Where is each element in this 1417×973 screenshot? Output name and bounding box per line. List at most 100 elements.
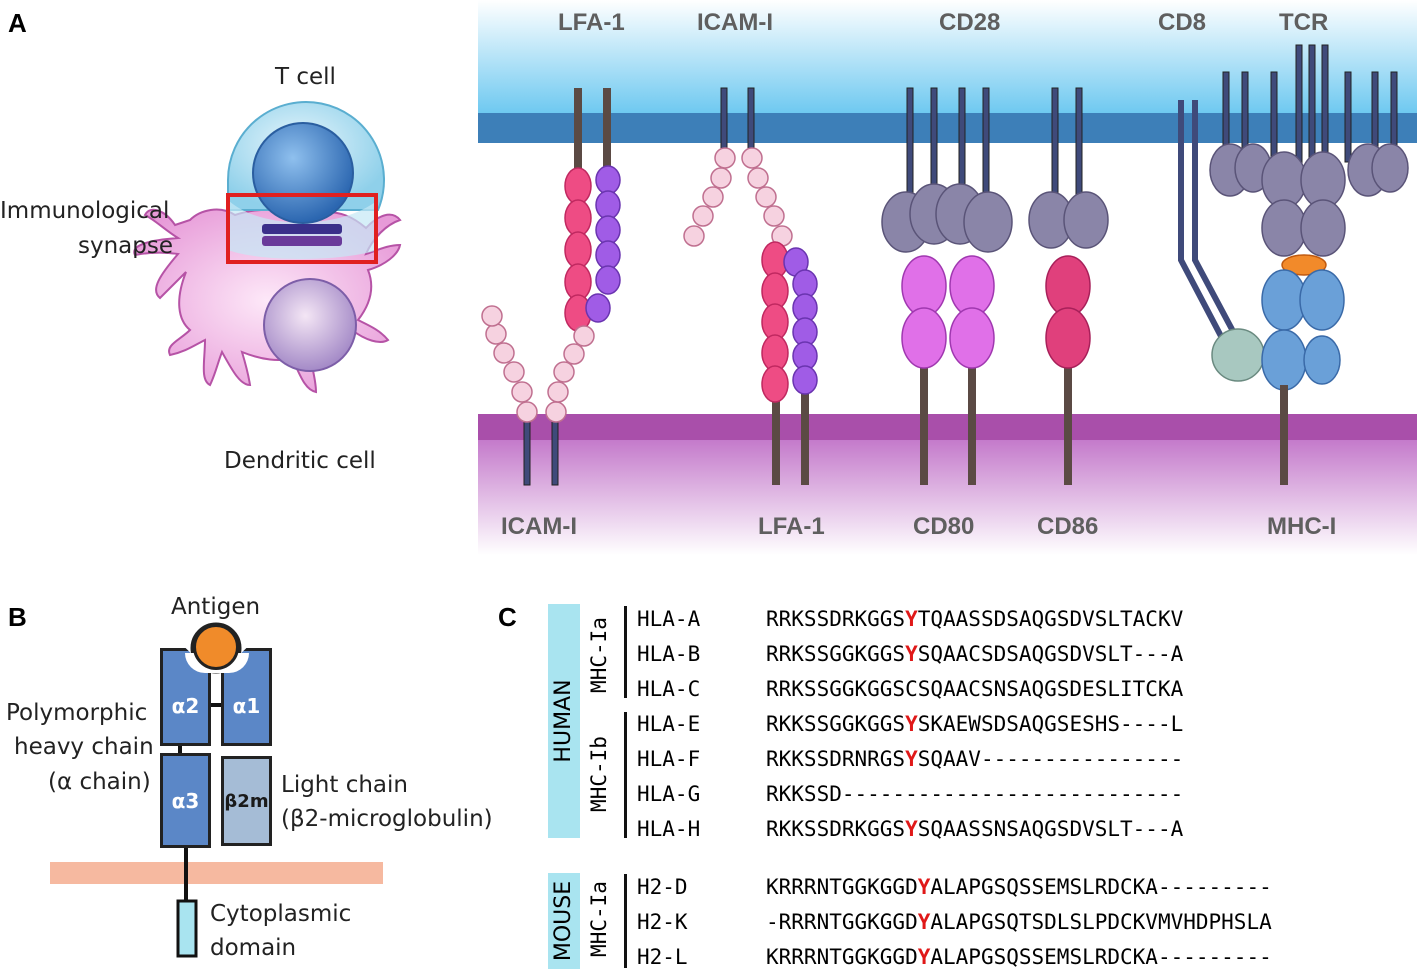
allele-name: H2-K (637, 910, 688, 934)
tyrosine-residue: Y (905, 642, 918, 666)
tyrosine-residue: Y (917, 945, 931, 969)
sequence-post: SQAACSDSAQGSDVSLT---A (917, 642, 1184, 666)
lfa1-bottom (761, 241, 818, 485)
label-cd8: CD8 (1158, 9, 1207, 36)
tyrosine-residue: Y (917, 875, 931, 899)
icam1-top (683, 87, 793, 247)
sequence-row: RRKSSGGKGGSYSQAACSDSAQGSDVSLT---A (766, 640, 1183, 668)
sequence-row: KRRRNTGGKGGDYALAPGSQSSEMSLRDCKA--------- (766, 943, 1272, 971)
sequence-post: ALAPGSQTSDLSLPDCKVMVHDPHSLA (930, 910, 1272, 934)
cd28 (881, 87, 1013, 253)
allele-name: HLA-F (637, 747, 701, 771)
sequence-row: RRKSSDRKGGSYTQAASSDSAQGSDVSLTACKV (766, 605, 1183, 633)
sequence-pre: RRKSSGGKGGS (766, 642, 906, 666)
sequence-row: RKKSSGGKGGSYSKAEWSDSAQGSESHS----L (766, 710, 1183, 738)
sequence-post: ALAPGSQSSEMSLRDCKA--------- (930, 875, 1272, 899)
label-icam1-bottom: ICAM-I (501, 513, 577, 540)
alpha3-label: α3 (171, 788, 200, 813)
bracket-mhc-ia-mouse (624, 874, 627, 968)
antigen-label: Antigen (171, 594, 261, 620)
sequence-row: RRKSSGGKGGSCSQAACSNSAQGSDESLITCKA (766, 675, 1183, 703)
sequence-pre: KRRRNTGGKGGD (766, 945, 918, 969)
sequence-pre: -RRRNTGGKGGD (766, 910, 918, 934)
cytoplasmic-label-line1: Cytoplasmic (210, 901, 352, 927)
allele-name: HLA-A (637, 607, 701, 631)
icam1-bottom (481, 305, 595, 486)
label-icam1-top: ICAM-I (697, 9, 773, 36)
t-cell-nucleus (252, 122, 354, 224)
beta2m-label: β2m (224, 790, 269, 812)
mhc-ia-human-label: MHC-Ia (587, 617, 611, 693)
light-chain-label-line2: (β2-microglobulin) (281, 806, 493, 832)
sequence-post: TQAASSDSAQGSDVSLTACKV (917, 607, 1184, 631)
allele-name: H2-L (637, 945, 688, 969)
heavy-chain-label-line3: (α chain) (48, 769, 151, 795)
beta2m-domain: β2m (221, 756, 272, 846)
sequence-post: SKAEWSDSAQGSESHS----L (917, 712, 1184, 736)
panel-c-letter: C (498, 602, 517, 632)
alpha1-label: α1 (232, 694, 261, 718)
sequence-pre: RKKSSGGKGGS (766, 712, 906, 736)
sequence-pre: RRKSSGGKGGSCSQAACSNSAQGSDESLITCKA (766, 677, 1184, 701)
tcr-mhc (1209, 44, 1409, 485)
human-label: HUMAN (551, 679, 576, 763)
t-cell-membrane-region (478, 0, 1417, 115)
allele-name: HLA-H (637, 817, 701, 841)
sequence-post: SQAASSNSAQGSDVSLT---A (917, 817, 1184, 841)
alpha2-domain: α2 (160, 648, 211, 746)
label-cd80: CD80 (913, 513, 975, 540)
heavy-chain-label-line2: heavy chain (14, 734, 154, 760)
heavy-chain-label-line1: Polymorphic (6, 700, 148, 726)
lfa1-top (564, 88, 621, 332)
label-tcr: TCR (1279, 9, 1329, 36)
dendritic-membrane-region (478, 440, 1417, 555)
cytoplasmic-domain (176, 899, 198, 958)
membrane-diagram (478, 0, 1417, 555)
label-mhc1: MHC-I (1267, 513, 1337, 540)
t-cell (227, 101, 385, 259)
human-band (548, 604, 580, 838)
sequence-row: KRRRNTGGKGGDYALAPGSQSSEMSLRDCKA--------- (766, 873, 1272, 901)
dendritic-cell-label: Dendritic cell (224, 448, 376, 474)
bracket-mhc-ia (624, 606, 627, 698)
mouse-band (548, 873, 580, 969)
label-lfa1-bottom: LFA-1 (758, 513, 825, 540)
synapse-molecule (262, 236, 342, 246)
dendritic-membrane (478, 414, 1417, 442)
sequence-pre: KRRRNTGGKGGD (766, 875, 918, 899)
alpha-linker (211, 703, 221, 707)
sequence-pre: RKKSSDRKGGS (766, 817, 906, 841)
cd80 (901, 255, 995, 485)
sequence-pre: RKKSSD--------------------------- (766, 782, 1184, 806)
mouse-label: MOUSE (551, 880, 576, 962)
sequence-row: RKKSSD--------------------------- (766, 780, 1183, 808)
mhc-ia-mouse-label: MHC-Ia (587, 881, 611, 957)
label-lfa1-top: LFA-1 (558, 9, 625, 36)
sequence-row: RKKSSDRKGGSYSQAASSNSAQGSDVSLT---A (766, 815, 1183, 843)
dendritic-nucleus (263, 278, 357, 372)
cell-illustration (133, 101, 402, 394)
antigen-circle (193, 624, 239, 670)
synapse-label-line2: synapse (78, 233, 173, 259)
alpha3-domain: α3 (160, 753, 211, 848)
synapse-highlight-box (226, 193, 378, 264)
sequence-post: SQAAV---------------- (917, 747, 1184, 771)
allele-name: H2-D (637, 875, 688, 899)
allele-name: HLA-E (637, 712, 701, 736)
t-cell-membrane (478, 113, 1417, 143)
mhc-ib-label: MHC-Ib (587, 736, 611, 812)
t-cell-label: T cell (275, 64, 336, 90)
tyrosine-residue: Y (905, 817, 918, 841)
allele-name: HLA-B (637, 642, 701, 666)
tyrosine-residue: Y (917, 910, 931, 934)
alpha2-label: α2 (171, 694, 200, 718)
tyrosine-residue: Y (905, 607, 918, 631)
sequence-pre: RKKSSDRNRGS (766, 747, 906, 771)
allele-name: HLA-G (637, 782, 701, 806)
label-cd86: CD86 (1037, 513, 1099, 540)
panel-a-letter: A (8, 8, 27, 38)
tyrosine-residue: Y (905, 747, 918, 771)
synapse-label-line1: Immunological (0, 198, 170, 224)
sequence-pre: RRKSSDRKGGS (766, 607, 906, 631)
tyrosine-residue: Y (905, 712, 918, 736)
